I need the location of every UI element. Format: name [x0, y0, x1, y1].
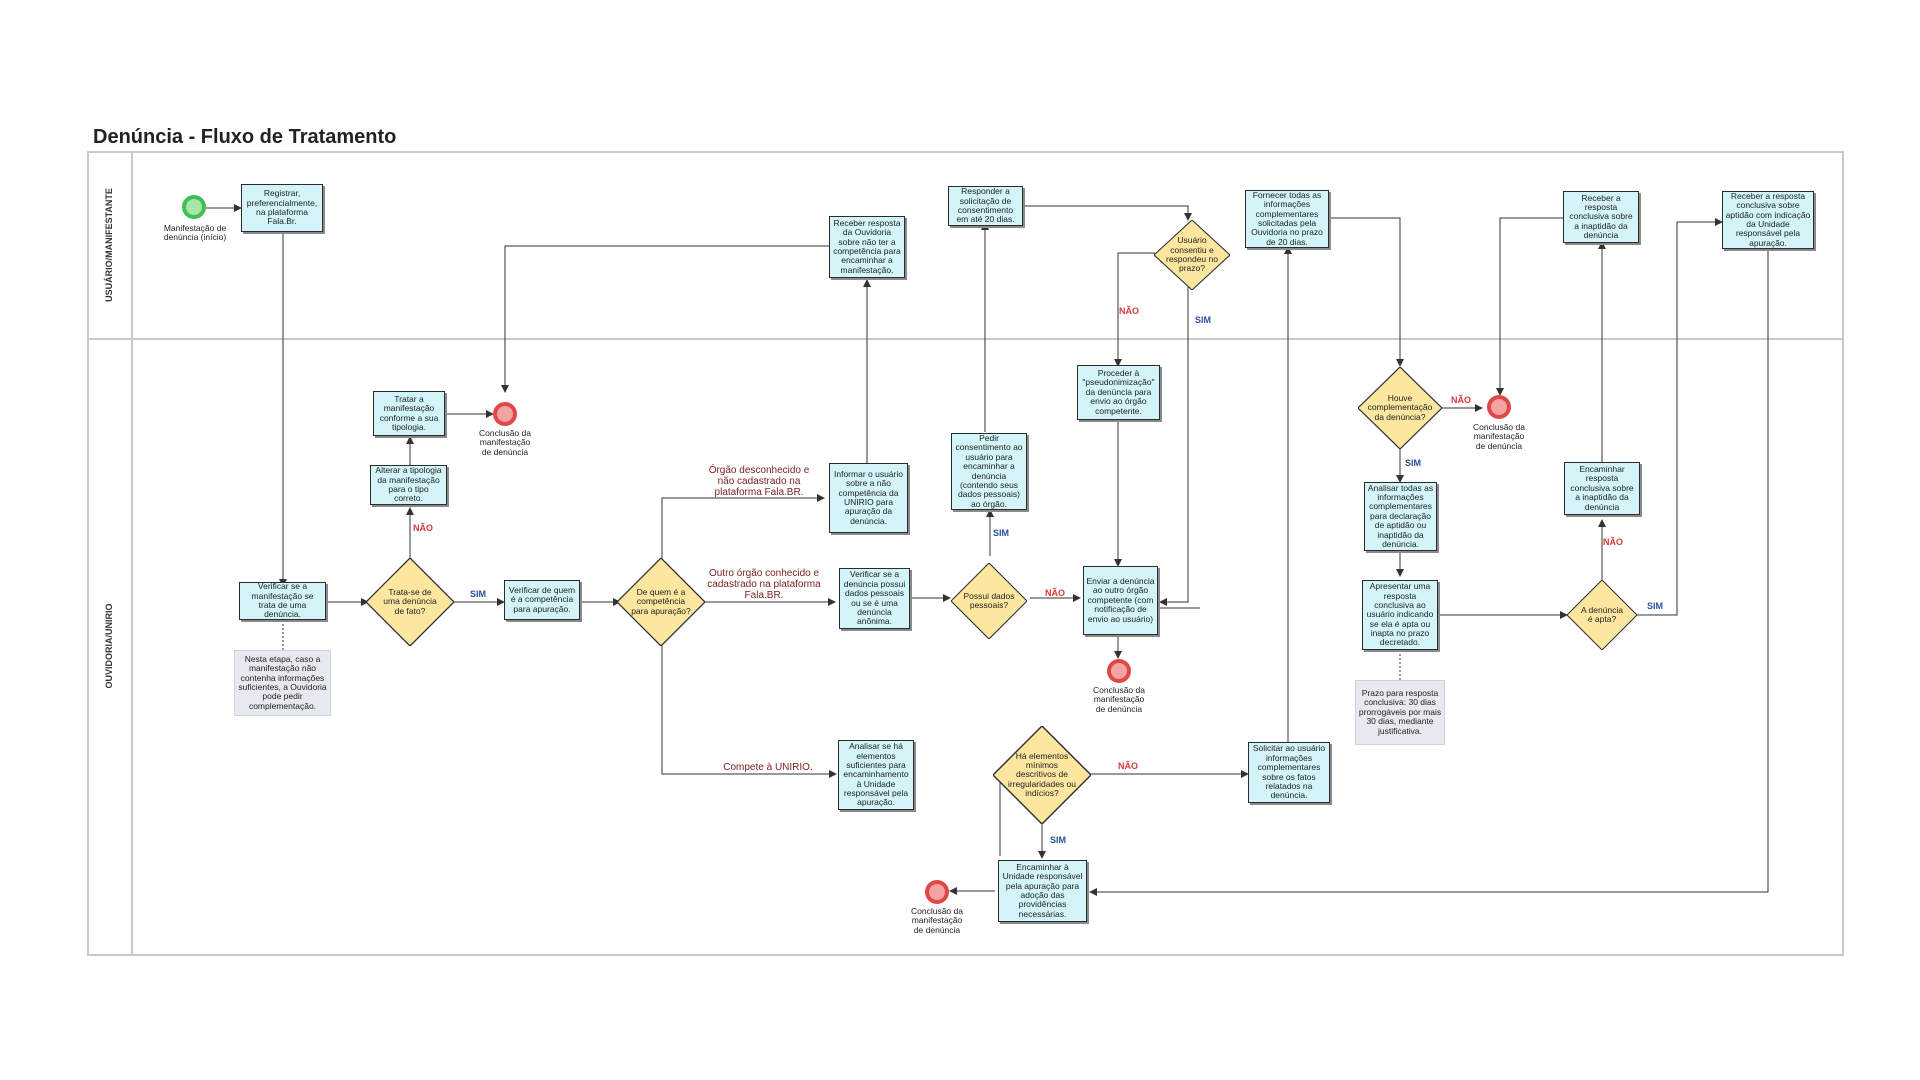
end-label-1: Conclusão da manifestação de denúncia: [479, 428, 531, 457]
end-event-2: [1107, 659, 1131, 683]
edge-label-sim-3: SIM: [993, 528, 1010, 538]
page-title: Denúncia - Fluxo de Tratamento: [93, 126, 397, 148]
task-informar-usuario[interactable]: Informar o usuário sobre a não competênc…: [829, 463, 908, 533]
decision-ha-elementos-text: Há elementos mínimos descritivos de irre…: [1007, 750, 1076, 799]
edge-label-sim-2: SIM: [1195, 315, 1212, 325]
task-encaminhar-resposta[interactable]: Encaminhar resposta conclusiva sobre a i…: [1564, 462, 1640, 515]
edge-label-nao-5: NÃO: [1451, 395, 1471, 405]
task-analisar-elementos[interactable]: Analisar se há elementos suficientes par…: [838, 740, 914, 810]
task-enviar-denuncia[interactable]: Enviar a denúncia ao outro órgão compete…: [1083, 566, 1158, 635]
decision-houve-complementacao-text: Houve complementação da denúncia?: [1367, 392, 1433, 422]
note-prazo: Prazo para resposta conclusiva: 30 dias …: [1355, 680, 1445, 745]
edge-label-nao-4: NÃO: [1118, 761, 1138, 771]
end-event-3: [925, 880, 949, 904]
task-responder-solicitacao[interactable]: Responder a solicitação de consentimento…: [948, 186, 1023, 226]
task-apresentar-resposta[interactable]: Apresentar uma resposta conclusiva ao us…: [1362, 580, 1438, 650]
edge-label-nao-2: NÃO: [1119, 306, 1139, 316]
task-receber-resposta[interactable]: Receber resposta da Ouvidoria sobre não …: [829, 216, 905, 278]
decision-denuncia-apta-text: A denúncia é apta?: [1580, 604, 1624, 624]
route-label-outro-orgao: Outro órgão conhecido e cadastrado na pl…: [707, 568, 821, 601]
edge-label-sim-6: SIM: [1647, 601, 1664, 611]
task-receber-inaptidao[interactable]: Receber a resposta conclusiva sobre a in…: [1563, 191, 1639, 243]
edge-label-sim-1: SIM: [470, 589, 487, 599]
task-alterar-tipologia[interactable]: Alterar a tipologia da manifestação para…: [370, 465, 447, 505]
decision-usuario-consentiu-text: Usuário consentiu e respondeu no prazo?: [1165, 235, 1218, 274]
decision-trata-se-text: Trata-se de uma denúncia de fato?: [383, 586, 437, 616]
edge-label-nao-1: NÃO: [413, 523, 433, 533]
lane-divider: [87, 338, 1844, 340]
task-solicitar-usuario[interactable]: Solicitar ao usuário informações complem…: [1248, 742, 1330, 803]
decision-possui-dados[interactable]: Possui dados pessoais?: [951, 563, 1027, 639]
end-label-4: Conclusão da manifestação de denúncia: [1473, 422, 1525, 451]
pool-frame: [87, 151, 1844, 956]
task-verificar-manifestacao[interactable]: Verificar se a manifestação se trata de …: [239, 582, 326, 620]
start-event: [182, 195, 206, 219]
task-registrar[interactable]: Registrar, preferencialmente, na platafo…: [241, 184, 323, 232]
task-tratar-manifestacao[interactable]: Tratar a manifestação conforme a sua tip…: [373, 391, 445, 436]
task-pedir-consentimento[interactable]: Pedir consentimento ao usuário para enca…: [951, 433, 1027, 510]
edge-label-sim-4: SIM: [1050, 835, 1067, 845]
task-receber-aptidao[interactable]: Receber a resposta conclusiva sobre apti…: [1722, 191, 1814, 249]
decision-possui-dados-text: Possui dados pessoais?: [963, 590, 1015, 610]
edge-label-sim-5: SIM: [1405, 458, 1422, 468]
edge-label-nao-3: NÃO: [1045, 588, 1065, 598]
lane-header-divider: [131, 151, 133, 956]
edge-label-nao-6: NÃO: [1603, 537, 1623, 547]
note-nesta-etapa: Nesta etapa, caso a manifestação não con…: [234, 650, 331, 716]
end-label-3: Conclusão da manifestação de denúncia: [911, 906, 963, 935]
task-encaminhar-unidade[interactable]: Encaminhar à Unidade responsável pela ap…: [998, 860, 1087, 922]
decision-de-quem[interactable]: De quem é a competência para apuração?: [617, 558, 705, 646]
decision-trata-se[interactable]: Trata-se de uma denúncia de fato?: [366, 558, 454, 646]
decision-usuario-consentiu[interactable]: Usuário consentiu e respondeu no prazo?: [1154, 220, 1230, 290]
task-verificar-quem[interactable]: Verificar de quem é a competência para a…: [504, 580, 580, 620]
decision-houve-complementacao[interactable]: Houve complementação da denúncia?: [1358, 367, 1442, 449]
start-label: Manifestação de denúncia (início): [163, 223, 227, 243]
route-label-compete: Compete à UNIRIO.: [723, 762, 813, 773]
decision-denuncia-apta[interactable]: A denúncia é apta?: [1567, 580, 1637, 650]
decision-ha-elementos[interactable]: Há elementos mínimos descritivos de irre…: [993, 726, 1091, 824]
task-analisar-todas[interactable]: Analisar todas as informações complement…: [1364, 482, 1437, 551]
end-label-2: Conclusão da manifestação de denúncia: [1093, 685, 1145, 714]
task-proceder-pseudonimizacao[interactable]: Proceder à "pseudonimização" da denúncia…: [1077, 365, 1160, 420]
task-fornecer[interactable]: Fornecer todas as informações complement…: [1245, 190, 1329, 248]
decision-de-quem-text: De quem é a competência para apuração?: [631, 586, 691, 616]
end-event-1: [493, 402, 517, 426]
end-event-4: [1487, 395, 1511, 419]
task-verificar-dados-pessoais[interactable]: Verificar se a denúncia possui dados pes…: [839, 568, 910, 629]
route-label-orgao-desconhecido: Órgão desconhecido e não cadastrado na p…: [708, 465, 810, 498]
